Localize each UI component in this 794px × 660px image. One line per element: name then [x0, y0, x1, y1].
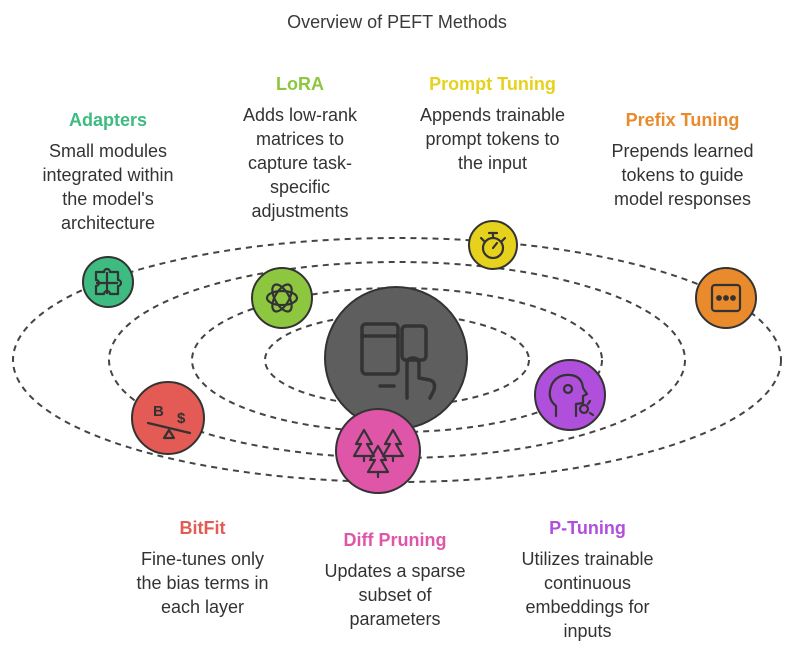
center-node [324, 286, 468, 430]
p-tuning-node [534, 359, 606, 431]
adapters-title: Adapters [68, 110, 148, 130]
head-gears-icon [548, 373, 595, 418]
lora-title: LoRA [276, 74, 324, 94]
diff-pruning-label: Diff Pruning Updates a sparse subset of … [310, 530, 480, 631]
p-tuning-title: P-Tuning [549, 518, 626, 538]
diff-pruning-description: Updates a sparse subset of parameters [324, 561, 466, 629]
bitfit-node: B $ [131, 381, 205, 455]
prefix-tuning-node [695, 267, 757, 329]
lora-description: Adds low-rank matrices to capture task- … [242, 105, 358, 221]
prefix-tuning-title: Prefix Tuning [625, 110, 740, 130]
prompt-tuning-description: Appends trainable prompt tokens to the i… [419, 105, 566, 173]
devices-touch-icon [360, 322, 437, 400]
bitfit-description: Fine-tunes only the bias terms in each l… [136, 549, 269, 617]
diagram-title: Overview of PEFT Methods [287, 12, 507, 32]
ellipsis-box-icon [710, 283, 742, 313]
trees-icon [352, 428, 405, 479]
orbit-ring-2 [191, 287, 603, 433]
svg-text:B: B [153, 403, 164, 420]
prefix-tuning-description: Prepends learned tokens to guide model r… [611, 141, 754, 209]
puzzle-icon [94, 267, 123, 296]
adapters-description: Small modules integrated within the mode… [42, 141, 174, 233]
adapters-node [82, 256, 134, 308]
adapters-label: Adapters Small modules integrated within… [38, 110, 178, 235]
lora-node [251, 267, 313, 329]
bitfit-label: BitFit Fine-tunes only the bias terms in… [120, 518, 285, 619]
orbit-ring-outer [12, 237, 782, 483]
prompt-tuning-label: Prompt Tuning Appends trainable prompt t… [400, 74, 585, 175]
bitfit-title: BitFit [179, 518, 226, 538]
lora-label: LoRA Adds low-rank matrices to capture t… [220, 74, 380, 223]
prompt-tuning-node [468, 220, 518, 270]
diff-pruning-node [335, 408, 421, 494]
p-tuning-label: P-Tuning Utilizes trainable continuous e… [500, 518, 675, 643]
openai-icon [265, 283, 299, 313]
stopwatch-icon [479, 231, 507, 260]
balance-scale-icon: B $ [146, 403, 192, 440]
p-tuning-description: Utilizes trainable continuous embeddings… [521, 549, 654, 641]
svg-text:$: $ [177, 410, 186, 427]
prompt-tuning-title: Prompt Tuning [429, 74, 556, 94]
prefix-tuning-label: Prefix Tuning Prepends learned tokens to… [595, 110, 770, 211]
diff-pruning-title: Diff Pruning [343, 530, 447, 550]
